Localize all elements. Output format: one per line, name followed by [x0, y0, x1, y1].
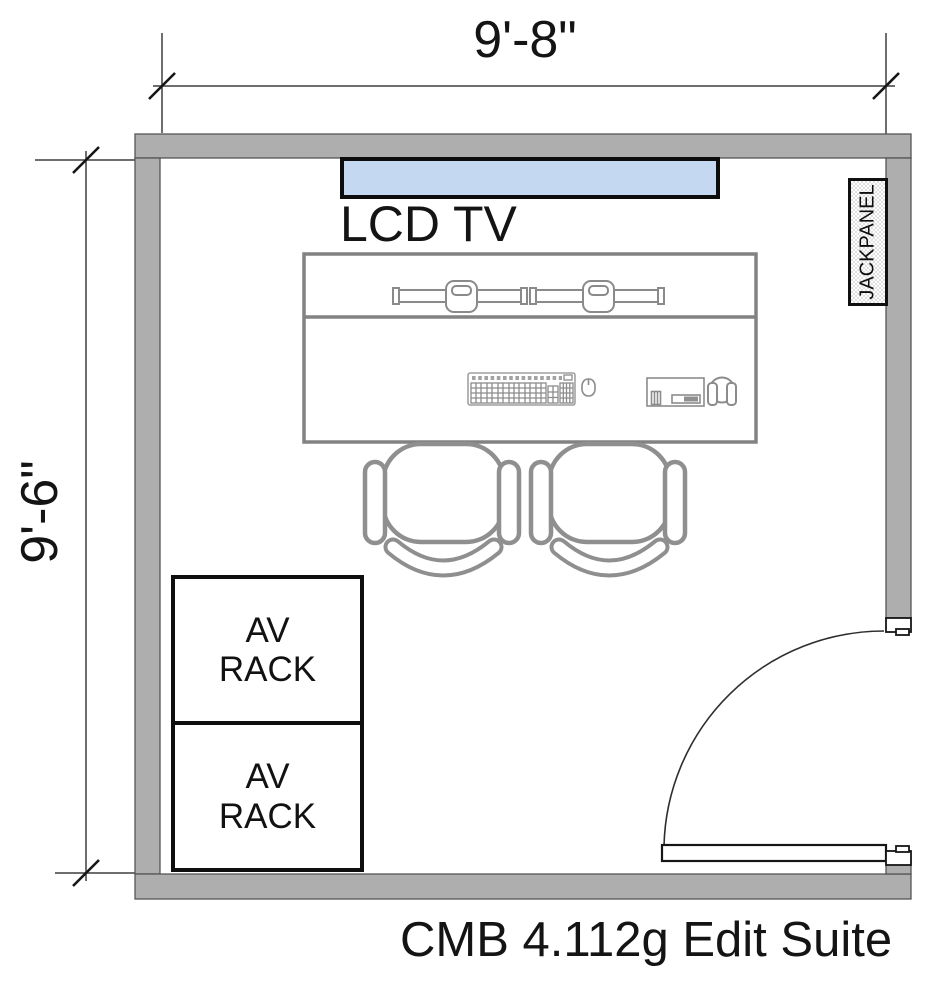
- jackpanel-label: JACKPANEL: [857, 184, 880, 300]
- lcd-tv-label: LCD TV: [340, 196, 517, 252]
- door-leaf: [660, 843, 888, 863]
- dimension-height-label: 9'-6": [11, 412, 70, 612]
- dimension-tick: [148, 72, 176, 100]
- monitor-left: [392, 280, 528, 313]
- chair-left: [362, 441, 522, 578]
- chair-right: [528, 441, 688, 578]
- lcd-tv: [340, 157, 720, 199]
- dimension-tick: [72, 146, 100, 174]
- media-deck: [646, 377, 705, 407]
- room-walls: [134, 133, 912, 900]
- wall-top: [134, 133, 912, 159]
- av-rack-label-2: AV RACK: [218, 757, 317, 836]
- dimension-width-label: 9'-8": [473, 11, 577, 69]
- dimension-height-text: 9'-6": [11, 460, 70, 564]
- door-jamb-top: [885, 617, 912, 636]
- dimension-top-lines: [148, 33, 900, 134]
- dimension-left-lines: [35, 146, 137, 887]
- av-rack-boxes: [171, 575, 364, 872]
- door: [660, 617, 912, 866]
- page-title: CMB 4.112g Edit Suite: [400, 913, 893, 967]
- av-rack-label-1: AV RACK: [218, 610, 317, 689]
- wall-left: [134, 157, 161, 875]
- wall-right-upper: [885, 157, 912, 619]
- mouse: [581, 378, 596, 397]
- headphones: [707, 376, 737, 406]
- monitor-right: [529, 280, 665, 313]
- dimension-tick: [72, 859, 100, 887]
- dimension-tick: [872, 72, 900, 100]
- av-rack-box-1: [171, 575, 364, 725]
- door-jamb-bottom: [885, 845, 912, 866]
- desk: [302, 252, 758, 444]
- keyboard: [467, 372, 576, 406]
- av-rack-box-2: [171, 721, 364, 872]
- jackpanel: JACKPANEL: [848, 178, 888, 306]
- wall-bottom: [134, 873, 912, 900]
- door-swing-arc: [663, 630, 885, 847]
